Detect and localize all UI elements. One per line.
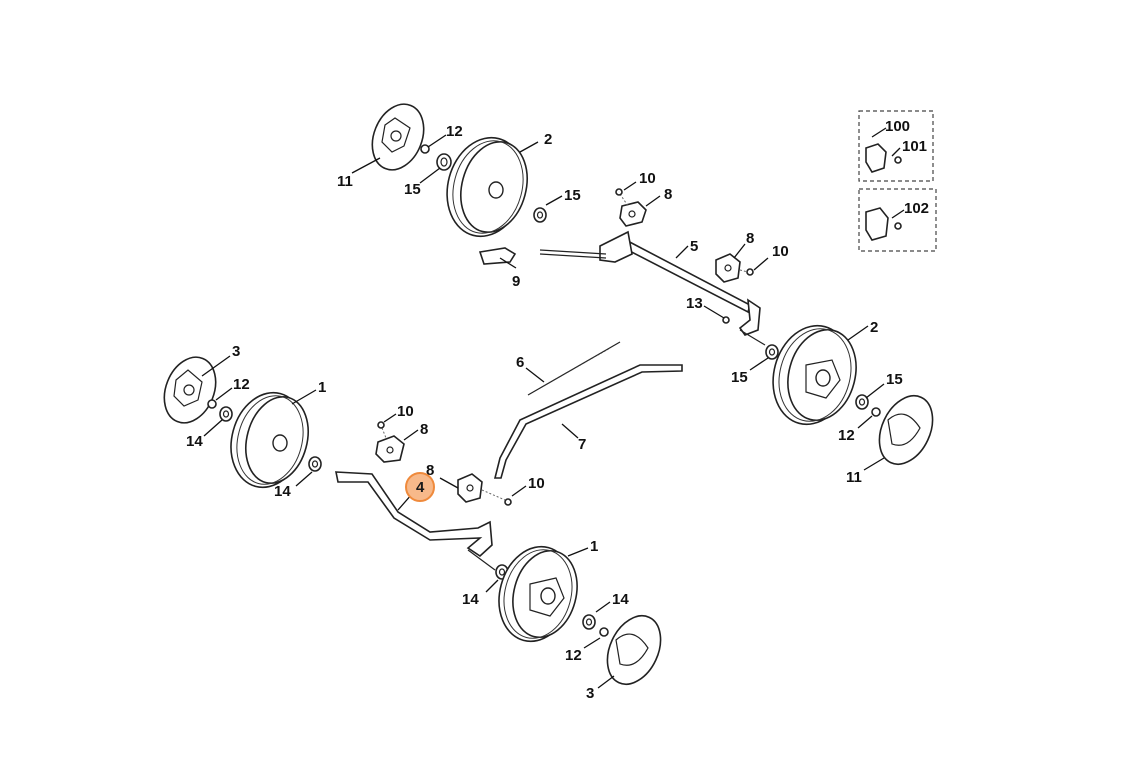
label-10-mid[interactable]: 10 xyxy=(528,475,545,492)
hubcap-bottom[interactable] xyxy=(597,607,671,693)
bracket-8-right[interactable] xyxy=(715,253,741,283)
label-4-highlighted[interactable]: 4 xyxy=(416,479,425,496)
label-15-right-outer[interactable]: 15 xyxy=(886,371,903,388)
pin-13[interactable] xyxy=(722,316,730,324)
label-15-top-left[interactable]: 15 xyxy=(404,181,421,198)
label-10-left[interactable]: 10 xyxy=(397,403,414,420)
label-13[interactable]: 13 xyxy=(686,295,703,312)
label-14-left-outer[interactable]: 14 xyxy=(186,433,203,450)
bearing-15-top-mid[interactable] xyxy=(533,207,547,223)
label-8-top[interactable]: 8 xyxy=(664,186,672,203)
washer-12-bottom[interactable] xyxy=(599,627,609,637)
label-3-left[interactable]: 3 xyxy=(232,343,240,360)
label-2-top[interactable]: 2 xyxy=(544,131,552,148)
bearing-14-bottom-outer[interactable] xyxy=(582,614,596,630)
front-axle-4[interactable] xyxy=(335,471,496,571)
wheel-top-left[interactable] xyxy=(436,129,536,245)
height-rod-7[interactable] xyxy=(493,364,683,479)
screw-10-mid[interactable] xyxy=(504,498,512,506)
label-14-bottom-outer[interactable]: 14 xyxy=(612,591,629,608)
leader-lines xyxy=(201,127,905,689)
label-12-right[interactable]: 12 xyxy=(838,427,855,444)
bearing-15-top-left[interactable] xyxy=(436,153,452,171)
label-10-right[interactable]: 10 xyxy=(772,243,789,260)
inset-box-102[interactable] xyxy=(858,188,937,252)
inset-box-100-101[interactable] xyxy=(858,110,934,182)
label-8-mid[interactable]: 8 xyxy=(426,462,434,479)
lever-handle-9[interactable] xyxy=(478,247,517,265)
label-8-right[interactable]: 8 xyxy=(746,230,754,247)
label-15-right-inner[interactable]: 15 xyxy=(731,369,748,386)
label-7[interactable]: 7 xyxy=(578,436,586,453)
screw-10-left[interactable] xyxy=(377,421,385,429)
label-14-bottom-inner[interactable]: 14 xyxy=(462,591,479,608)
label-9[interactable]: 9 xyxy=(512,273,520,290)
label-10-top[interactable]: 10 xyxy=(639,170,656,187)
bearing-15-right-inner[interactable] xyxy=(765,344,779,360)
hubcap-left[interactable] xyxy=(155,349,225,430)
wheel-bottom[interactable] xyxy=(489,538,587,649)
label-6[interactable]: 6 xyxy=(516,354,524,371)
bracket-8-mid[interactable] xyxy=(457,473,483,503)
label-8-left[interactable]: 8 xyxy=(420,421,428,438)
label-101[interactable]: 101 xyxy=(902,138,927,155)
rear-axle[interactable] xyxy=(539,230,766,346)
label-12-bottom[interactable]: 12 xyxy=(565,647,582,664)
wheel-right[interactable] xyxy=(762,317,865,433)
bearing-15-right-outer[interactable] xyxy=(855,394,869,410)
bearing-14-left-outer[interactable] xyxy=(219,406,233,422)
spring-6[interactable] xyxy=(527,341,621,396)
screw-10-right[interactable] xyxy=(746,268,754,276)
wheel-left[interactable] xyxy=(221,384,318,495)
washer-12-top[interactable] xyxy=(420,144,430,154)
label-3-bottom[interactable]: 3 xyxy=(586,685,594,702)
label-5[interactable]: 5 xyxy=(690,238,698,255)
label-11-top[interactable]: 11 xyxy=(337,173,353,190)
label-100[interactable]: 100 xyxy=(885,118,910,135)
hubcap-top-left[interactable] xyxy=(363,96,433,177)
label-12-top[interactable]: 12 xyxy=(446,123,463,140)
bracket-8-top[interactable] xyxy=(619,201,647,227)
washer-12-left[interactable] xyxy=(207,399,217,409)
label-14-left-inner[interactable]: 14 xyxy=(274,483,291,500)
label-1-bottom[interactable]: 1 xyxy=(590,538,598,555)
highlight-marker-4[interactable] xyxy=(405,472,435,502)
label-1-top[interactable]: 1 xyxy=(318,379,326,396)
label-102[interactable]: 102 xyxy=(904,200,929,217)
bearing-14-left-inner[interactable] xyxy=(308,456,322,472)
label-12-left[interactable]: 12 xyxy=(233,376,250,393)
label-2-right[interactable]: 2 xyxy=(870,319,878,336)
washer-12-right[interactable] xyxy=(871,407,881,417)
label-15-top-mid[interactable]: 15 xyxy=(564,187,581,204)
hubcap-right[interactable] xyxy=(869,387,943,473)
bracket-8-left[interactable] xyxy=(375,435,405,463)
label-11-right[interactable]: 11 xyxy=(846,469,862,486)
screw-10-top[interactable] xyxy=(615,188,623,196)
